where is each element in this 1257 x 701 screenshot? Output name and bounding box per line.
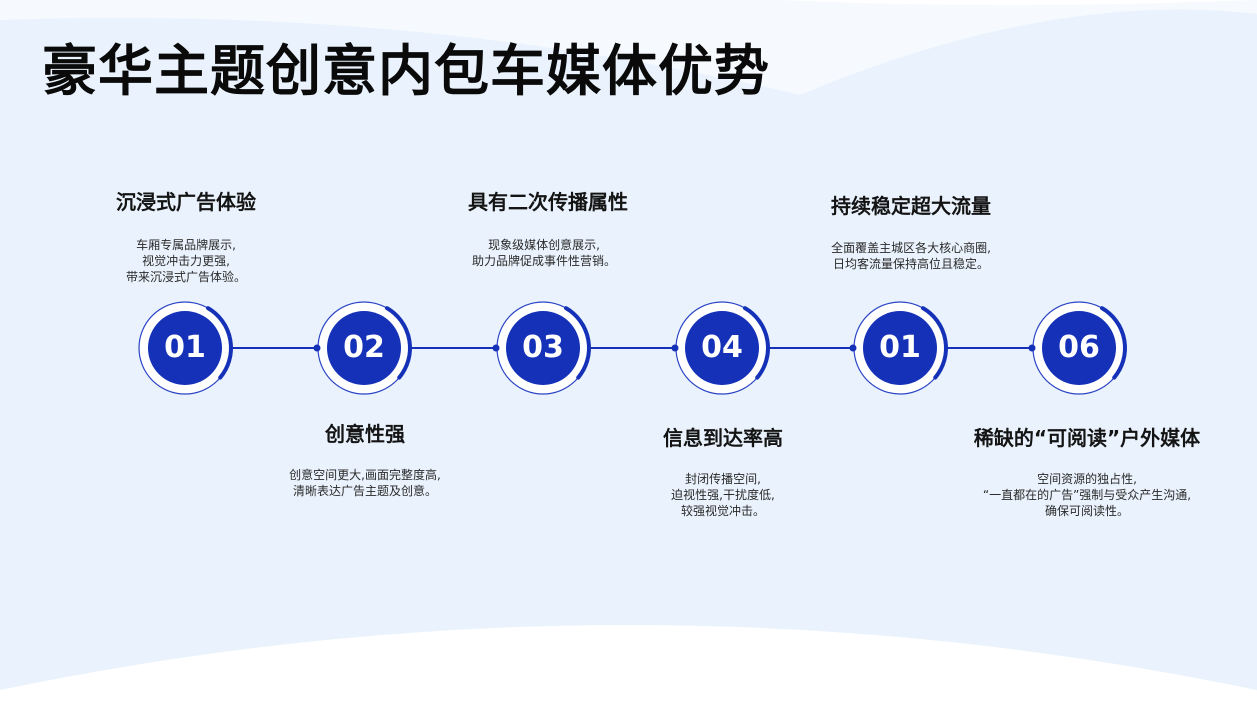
step-4-accent-arc [743,306,770,380]
step-4-desc-line: 封闭传播空间, [685,472,761,486]
step-1-number: 01 [164,330,206,365]
step-4-connector-dot [671,344,679,352]
step-6-accent-arc [1100,306,1127,380]
step-1-desc-line: 车厢专属品牌展示, [136,238,236,252]
step-5-node [863,311,937,385]
step-6-number: 06 [1058,330,1100,365]
step-4-title: 信息到达率高 [663,426,783,450]
step-1-desc-line: 视觉冲击力更强, [142,254,230,268]
step-4-desc-line: 较强视觉冲击。 [680,504,765,518]
step-5-connector-dot [849,344,857,352]
step-5-accent-arc [921,306,948,380]
step-3-desc: 现象级媒体创意展示, 助力品牌促成事件性营销。 [394,237,694,269]
page-title: 豪华主题创意内包车媒体优势 [42,39,771,103]
step-1-accent-arc [206,306,233,380]
step-6-desc-line: 空间资源的独占性, [1037,472,1137,486]
step-3-title: 具有二次传播属性 [468,190,628,214]
step-2-connector-dot [313,344,321,352]
step-6-desc: 空间资源的独占性, “一直都在的广告”强制与受众产生沟通, 确保可阅读性。 [937,471,1237,519]
step-3-connector-dot [492,344,500,352]
step-2-node [327,311,401,385]
step-2-desc-line: 创意空间更大,画面完整度高, [289,468,441,482]
step-3-node [506,311,580,385]
step-2-number: 02 [343,330,385,365]
step-4-node [685,311,759,385]
step-5-desc: 全面覆盖主城区各大核心商圈, 日均客流量保持高位且稳定。 [761,240,1061,272]
step-2-title: 创意性强 [325,422,405,446]
step-1-desc-line: 带来沉浸式广告体验。 [125,270,246,284]
step-1-title: 沉浸式广告体验 [116,190,256,214]
step-2-accent-arc [385,306,412,380]
step-4-desc: 封闭传播空间, 迫视性强,干扰度低, 较强视觉冲击。 [573,471,873,519]
step-3-number: 03 [522,330,564,365]
step-6-connector-dot [1028,344,1036,352]
step-6-desc-line: 确保可阅读性。 [1044,504,1129,518]
step-4-number: 04 [701,330,743,365]
step-4-desc-line: 迫视性强,干扰度低, [671,488,775,502]
step-6-node [1042,311,1116,385]
step-2-desc: 创意空间更大,画面完整度高, 清晰表达广告主题及创意。 [215,467,515,499]
step-3-accent-arc [564,306,591,380]
step-3-desc-line: 助力品牌促成事件性营销。 [471,254,616,268]
step-6-title: 稀缺的“可阅读”户外媒体 [973,426,1201,450]
step-5-title: 持续稳定超大流量 [831,194,991,218]
step-5-desc-line: 日均客流量保持高位且稳定。 [832,257,989,271]
step-5-desc-line: 全面覆盖主城区各大核心商圈, [831,241,991,255]
step-1-desc: 车厢专属品牌展示, 视觉冲击力更强, 带来沉浸式广告体验。 [36,237,336,285]
step-5-number: 01 [879,330,921,365]
step-3-desc-line: 现象级媒体创意展示, [488,238,600,252]
step-2-desc-line: 清晰表达广告主题及创意。 [292,484,437,498]
step-1-node [148,311,222,385]
step-6-desc-line: “一直都在的广告”强制与受众产生沟通, [982,488,1192,502]
